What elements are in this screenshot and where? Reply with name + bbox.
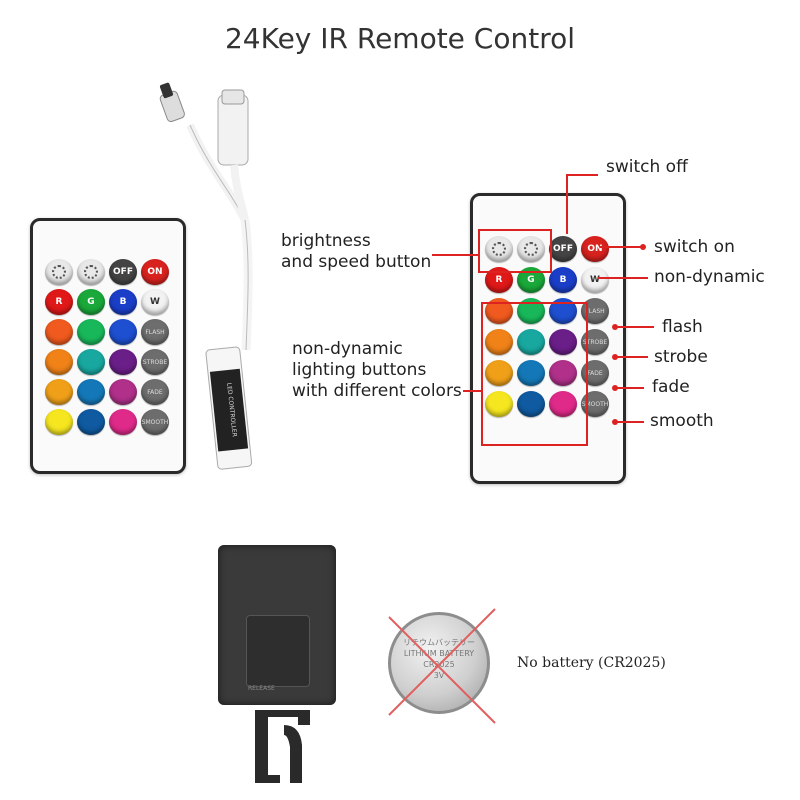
left-remote-key-r4-c0[interactable] [45,379,73,405]
coin-text-voltage: 3V [433,671,445,680]
left-remote-key-r3-c2[interactable] [109,349,137,375]
label-colors-1: non-dynamic [292,339,403,359]
label-switch-on: switch on [654,237,735,257]
switch-on-dot [640,244,646,250]
left-remote-key-r3-c3[interactable]: STROBE [141,349,169,375]
smooth-line [614,421,644,423]
right-remote-key-r0-c0[interactable] [485,236,513,262]
label-colors-3: with different colors [292,381,462,401]
switch-off-line-h [566,174,598,176]
right-remote-key-r4-c0[interactable] [485,360,513,386]
smooth-dot [612,419,618,425]
colors-line [463,390,481,392]
left-remote-key-r5-c0[interactable] [45,409,73,435]
right-remote-key-r4-c3[interactable]: FADE [581,360,609,386]
right-remote-key-r0-c3[interactable]: ON [581,236,609,262]
left-remote-key-r2-c2[interactable] [109,319,137,345]
left-remote-key-r0-c1[interactable] [77,259,105,285]
left-remote-key-r2-c1[interactable] [77,319,105,345]
strobe-dot [612,354,618,360]
label-fade: fade [652,377,690,397]
left-remote-key-r1-c1[interactable]: G [77,289,105,315]
brightness-icon [524,242,538,256]
label-flash: flash [662,317,703,337]
strobe-line [614,356,648,358]
left-remote-key-r0-c3[interactable]: ON [141,259,169,285]
right-remote-key-r5-c3[interactable]: SMOOTH [581,391,609,417]
label-smooth: smooth [650,411,714,431]
right-remote-key-r3-c3[interactable]: STROBE [581,329,609,355]
left-remote-key-r4-c3[interactable]: FADE [141,379,169,405]
fade-line [614,387,644,389]
left-remote-key-r2-c3[interactable]: FLASH [141,319,169,345]
left-remote-key-r2-c0[interactable] [45,319,73,345]
switch-off-line [566,174,568,234]
right-remote-key-r5-c1[interactable] [517,391,545,417]
right-remote-key-r5-c2[interactable] [549,391,577,417]
coin-text-brand: LITHIUM BATTERY [403,649,475,658]
left-remote-key-r5-c1[interactable] [77,409,105,435]
page-title: 24Key IR Remote Control [224,22,576,55]
color-buttons-highlight [481,302,588,446]
brightness-icon [52,265,66,279]
label-colors-2: lighting buttons [292,360,427,380]
battery-tray [246,615,310,687]
label-non-dynamic: non-dynamic [654,267,765,287]
cross-icon [388,608,496,724]
right-remote-key-r5-c0[interactable] [485,391,513,417]
left-remote-key-r1-c2[interactable]: B [109,289,137,315]
battery-cover: RELEASE [218,545,336,705]
coin-text-jp: リチウムバッテリー [403,638,475,647]
battery-clip [255,710,310,783]
left-remote-key-r0-c0[interactable] [45,259,73,285]
right-remote-key-r1-c3[interactable]: W [581,267,609,293]
left-remote-key-r1-c0[interactable]: R [45,289,73,315]
left-remote-key-r5-c3[interactable]: SMOOTH [141,409,169,435]
brightness-line [432,254,478,256]
right-remote-key-r1-c2[interactable]: B [549,267,577,293]
brightness-icon [84,265,98,279]
label-brightness-1: brightness [281,231,371,251]
left-remote-key-r5-c2[interactable] [109,409,137,435]
right-remote-key-r0-c2[interactable]: OFF [549,236,577,262]
left-remote-key-r0-c2[interactable]: OFF [109,259,137,285]
right-remote-key-r0-c1[interactable] [517,236,545,262]
label-strobe: strobe [654,347,708,367]
fade-dot [612,385,618,391]
label-switch-off: switch off [606,157,688,177]
left-remote-key-r1-c3[interactable]: W [141,289,169,315]
release-text: RELEASE [248,685,275,692]
coin-cell-battery: リチウムバッテリー LITHIUM BATTERY CR2025 3V [388,608,496,724]
brightness-icon [492,242,506,256]
left-remote-key-r3-c1[interactable] [77,349,105,375]
flash-dot [612,324,618,330]
non-dynamic-line [598,277,648,279]
right-remote-key-r3-c2[interactable] [549,329,577,355]
no-battery-note: No battery (CR2025) [517,655,666,671]
switch-on-line [600,246,645,248]
right-remote-key-r3-c0[interactable] [485,329,513,355]
brightness-speed-highlight [478,229,552,273]
left-remote-key-r4-c2[interactable] [109,379,137,405]
right-remote-key-r3-c1[interactable] [517,329,545,355]
flash-line [614,326,654,328]
left-remote-key-r4-c1[interactable] [77,379,105,405]
right-remote-key-r4-c1[interactable] [517,360,545,386]
right-remote-key-r4-c2[interactable] [549,360,577,386]
label-brightness-2: and speed button [281,252,432,272]
left-remote-key-r3-c0[interactable] [45,349,73,375]
